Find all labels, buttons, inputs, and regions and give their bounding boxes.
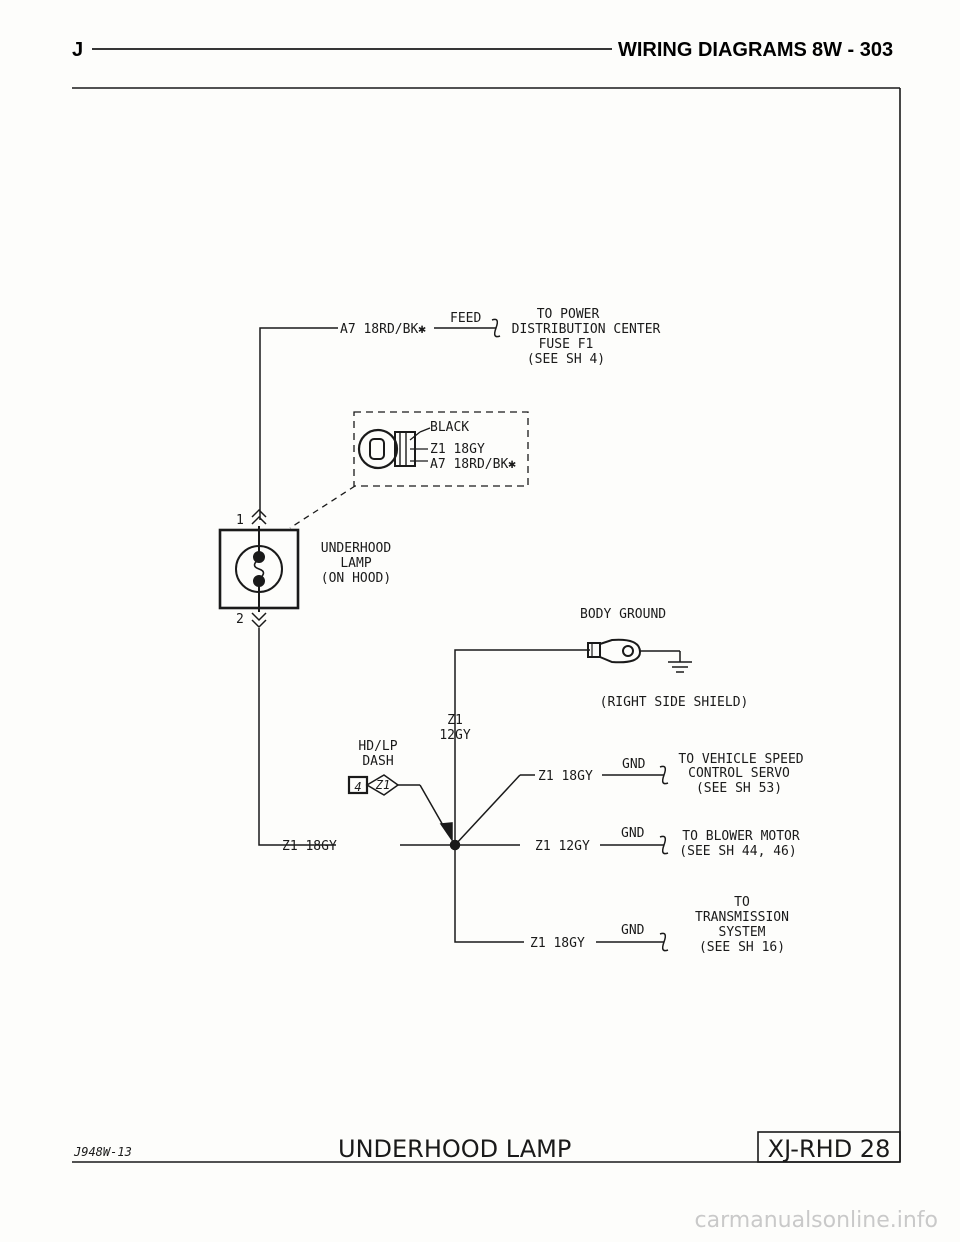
- connector-detail: [289, 411, 529, 529]
- dash-connector-label-1: HD/LP: [358, 739, 397, 754]
- page-footer: J948W-13 UNDERHOOD LAMP XJ-RHD 28: [73, 1131, 901, 1163]
- connector-pin-2-label: A7 18RD/BK✱: [430, 457, 516, 472]
- splice-diag-wire-label: Z1 18GY: [538, 769, 593, 784]
- splice-top-wire-2: 12GY: [439, 728, 470, 743]
- transmission-dest-3: SYSTEM: [719, 925, 766, 940]
- lamp-return-wire: [258, 628, 455, 846]
- page-frame: [72, 87, 901, 1163]
- lamp-name-line-1: UNDERHOOD: [321, 541, 392, 556]
- feed-destination: TO POWER DISTRIBUTION CENTER FUSE F1 (SE…: [512, 307, 661, 367]
- gnd-branch-speed-control: GND TO VEHICLE SPEED CONTROL SERVO (SEE …: [602, 752, 804, 796]
- lamp-name-line-2: LAMP: [340, 556, 371, 571]
- footer-code: J948W-13: [73, 1145, 132, 1159]
- feed-destination-line-1: TO POWER: [537, 307, 600, 322]
- speed-control-dest-1: TO VEHICLE SPEED: [678, 752, 803, 767]
- lamp-pin-1-connector-icon: [251, 508, 267, 525]
- dash-connector-pin: 4: [354, 780, 361, 794]
- lamp-name: UNDERHOOD LAMP (ON HOOD): [321, 541, 392, 586]
- lamp-pin-2-connector-icon: [251, 612, 267, 629]
- watermark: carmanualsonline.info: [695, 1208, 938, 1233]
- connector-color-label: BLACK: [430, 420, 469, 435]
- transmission-dest-4: (SEE SH 16): [699, 940, 785, 955]
- splice-wires: [449, 774, 535, 943]
- ground-title: BODY GROUND: [580, 607, 666, 622]
- splice-right-wire-label: Z1 12GY: [535, 839, 590, 854]
- feed-tag: FEED: [450, 311, 481, 326]
- ground-symbol-icon: [668, 661, 692, 673]
- dash-connector-label-2: DASH: [362, 754, 393, 769]
- blower-motor-dest-2: (SEE SH 44, 46): [679, 844, 796, 859]
- speed-control-dest-2: CONTROL SERVO: [688, 766, 790, 781]
- lamp-name-line-3: (ON HOOD): [321, 571, 391, 586]
- footer-title: UNDERHOOD LAMP: [338, 1135, 571, 1163]
- feed-destination-line-2: DISTRIBUTION CENTER: [512, 322, 661, 337]
- splice-bottom-wire-label: Z1 18GY: [530, 936, 585, 951]
- splice-top-wire-1: Z1: [447, 713, 463, 728]
- feed-wire-label: A7 18RD/BK✱: [340, 322, 426, 337]
- gnd-branch-transmission: GND TO TRANSMISSION SYSTEM (SEE SH 16): [596, 895, 789, 955]
- header-letter: J: [72, 39, 83, 61]
- gnd-branch-blower-motor: GND TO BLOWER MOTOR (SEE SH 44, 46): [600, 826, 800, 859]
- header-section: WIRING DIAGRAMS: [618, 39, 807, 61]
- lamp-pin-1-label: 1: [236, 513, 244, 528]
- connector-pin-1-label: Z1 18GY: [430, 442, 485, 457]
- body-ground: [454, 638, 692, 845]
- gnd-tag-blower-motor: GND: [621, 826, 645, 841]
- gnd-tag-speed-control: GND: [622, 757, 646, 772]
- underhood-lamp: [218, 508, 300, 629]
- feed-destination-line-3: FUSE F1: [539, 337, 594, 352]
- lamp-pin-2-label: 2: [236, 612, 244, 627]
- blower-motor-dest-1: TO BLOWER MOTOR: [682, 829, 800, 844]
- feed-circuit: [259, 318, 501, 520]
- footer-model: XJ-RHD 28: [768, 1135, 891, 1163]
- transmission-dest-2: TRANSMISSION: [695, 910, 789, 925]
- dash-connector-wire: Z1: [375, 778, 390, 792]
- feed-destination-line-4: (SEE SH 4): [527, 352, 605, 367]
- connector-face-icon: [357, 428, 416, 470]
- ring-terminal-icon: [587, 638, 642, 664]
- splice-left-wire-label: Z1 18GY: [282, 839, 337, 854]
- gnd-tag-transmission: GND: [621, 923, 645, 938]
- speed-control-dest-3: (SEE SH 53): [696, 781, 782, 796]
- dash-connector: [347, 774, 453, 843]
- header-page-number: 8W - 303: [812, 39, 893, 61]
- transmission-dest-1: TO: [734, 895, 750, 910]
- ground-location: (RIGHT SIDE SHIELD): [600, 695, 749, 710]
- page-header: J WIRING DIAGRAMS 8W - 303: [72, 39, 893, 61]
